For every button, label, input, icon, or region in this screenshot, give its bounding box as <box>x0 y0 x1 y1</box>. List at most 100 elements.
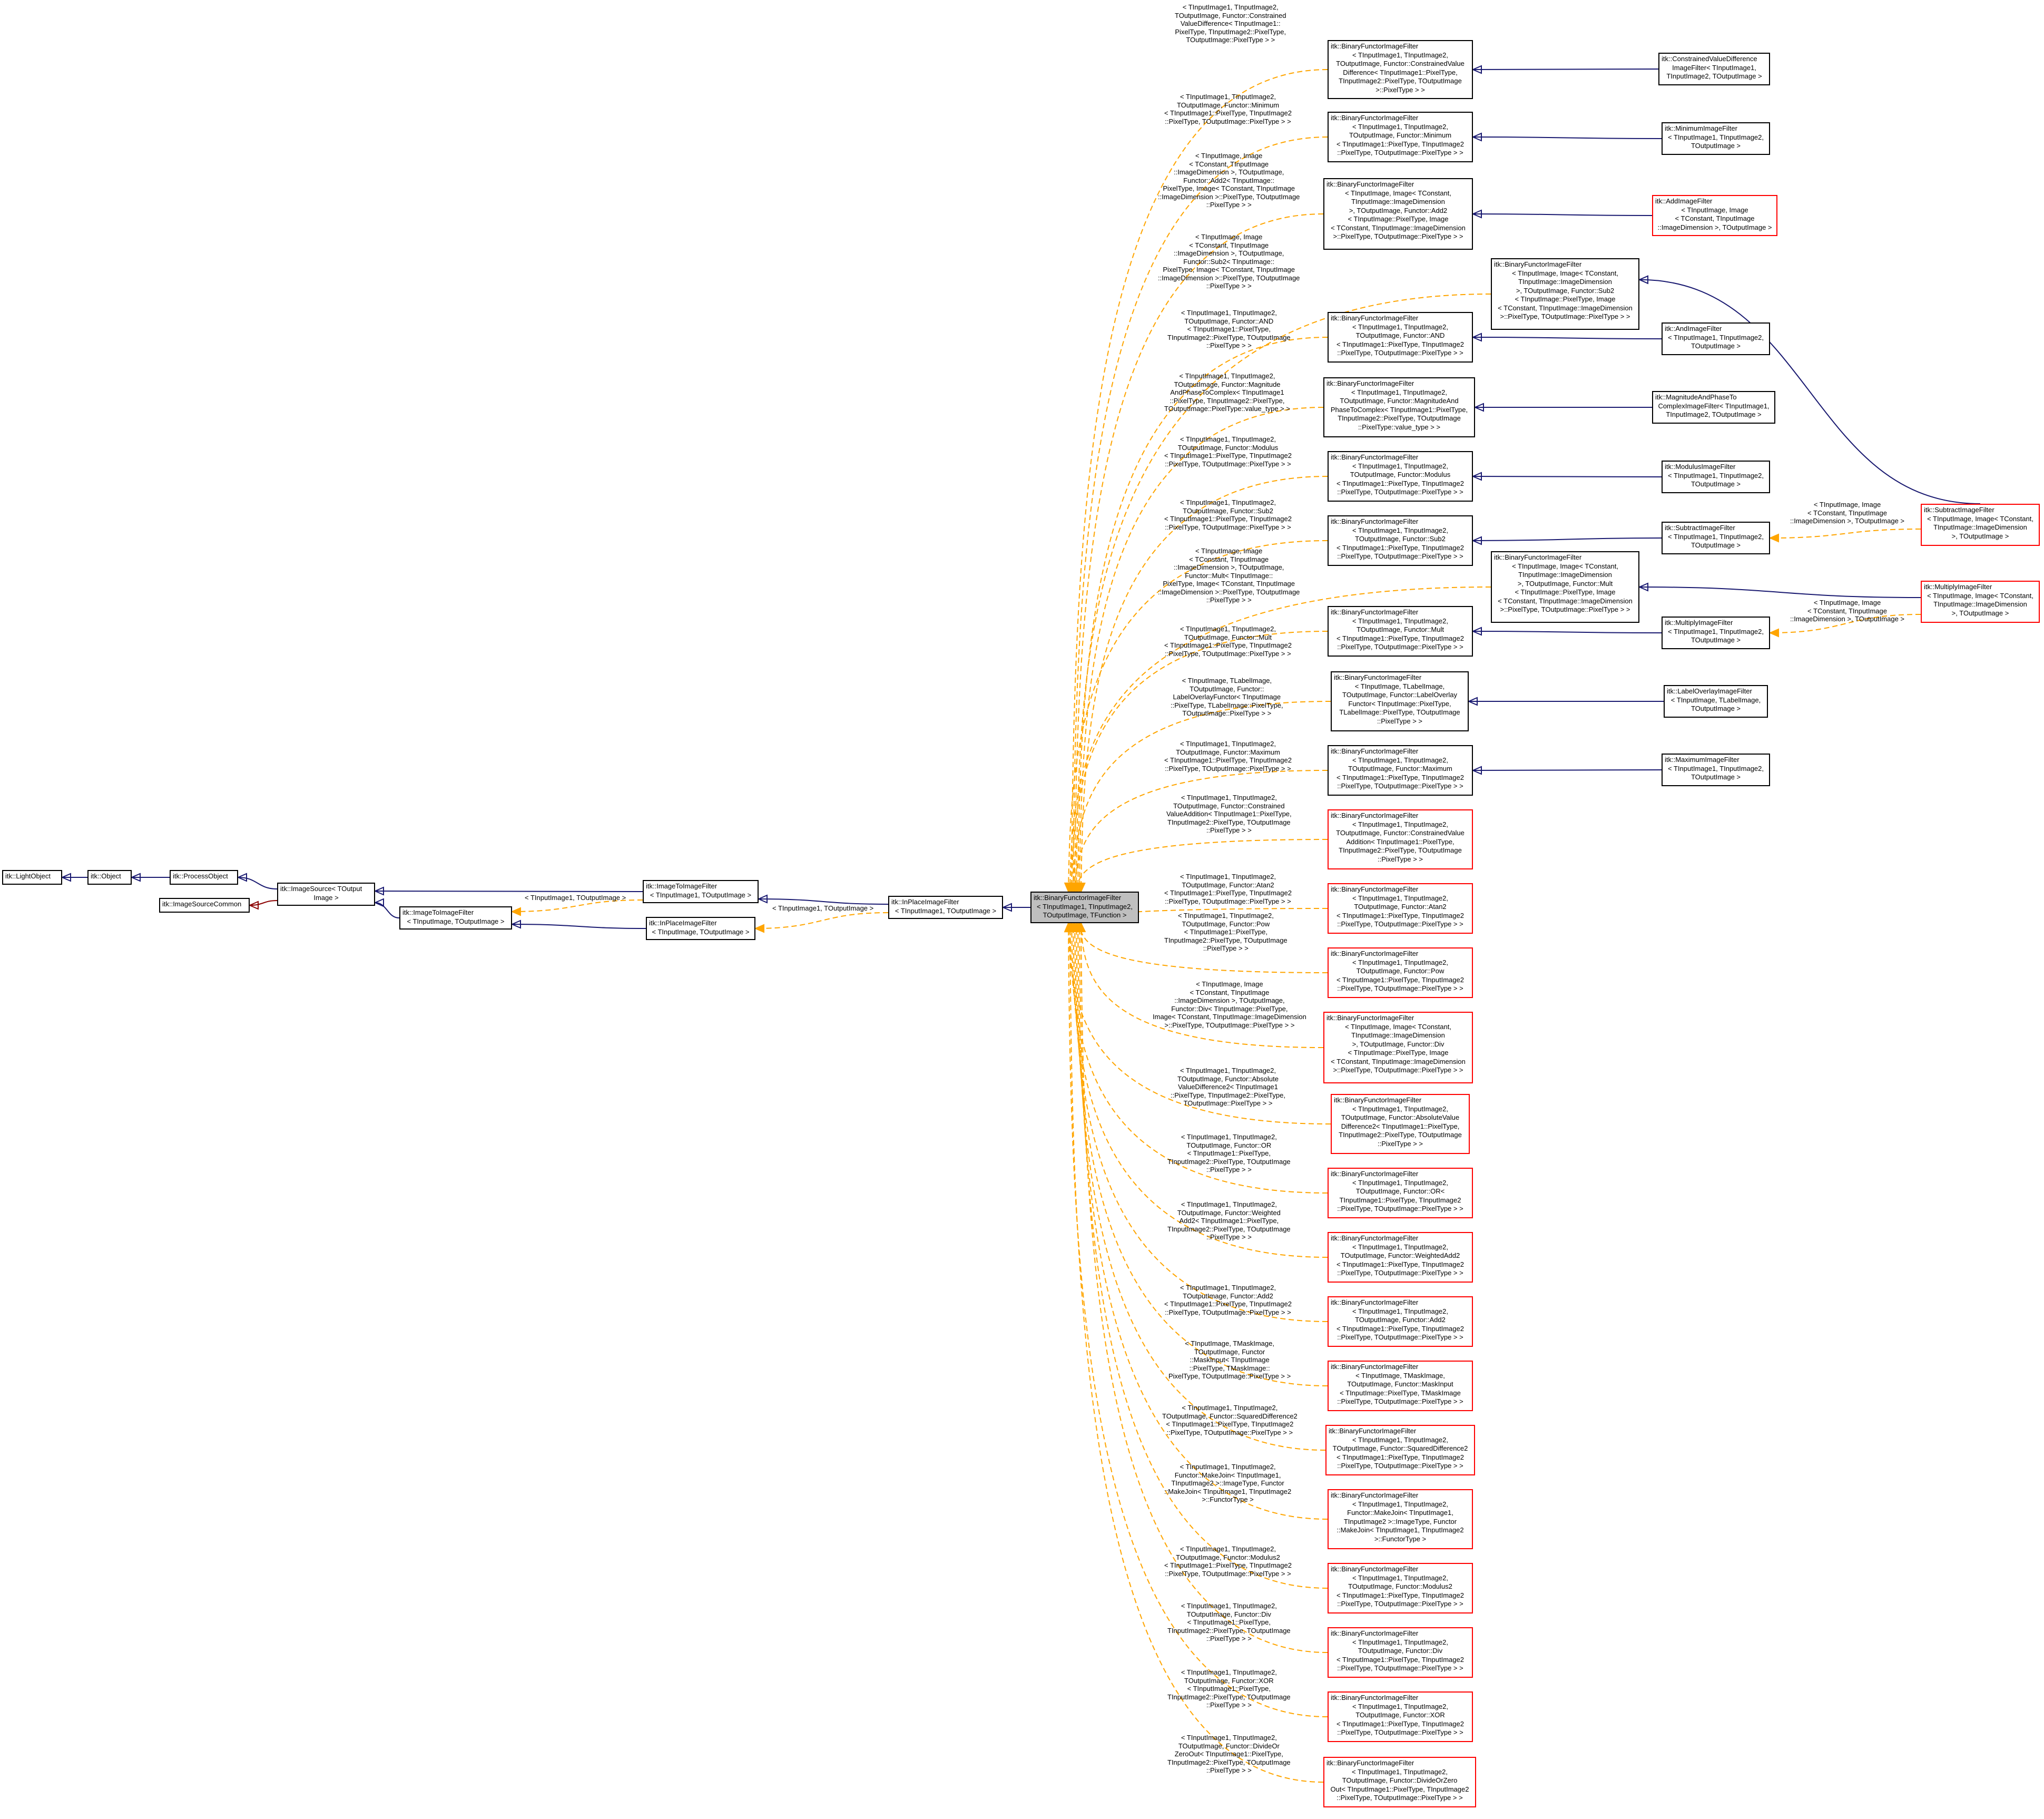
node-object[interactable]: itk::Object <box>87 870 132 885</box>
node-bfif-xor[interactable]: itk::BinaryFunctorImageFilter< TInputIma… <box>1328 1691 1473 1742</box>
edge-t9 <box>1069 586 1491 892</box>
node-subtract-image-filter-constant[interactable]: itk::SubtractImageFilter< TInputImage, I… <box>1921 504 2040 546</box>
node-add-image-filter[interactable]: itk::AddImageFilter< TInputImage, Image<… <box>1652 195 1777 236</box>
node-light-object[interactable]: itk::LightObject <box>2 870 62 885</box>
edge-e-ipif1-itif1 <box>758 898 889 905</box>
edge-label-t3: < TInputImage, Image< TConstant, TInputI… <box>1158 152 1300 209</box>
edge-label-t4: < TInputImage, Image< TConstant, TInputI… <box>1158 233 1300 290</box>
edge-i10 <box>1472 631 1662 633</box>
arrowhead-e-ipif1-itif1 <box>757 894 768 904</box>
node-bfif-sub2-constant[interactable]: itk::BinaryFunctorImageFilter< TInputIma… <box>1491 258 1639 330</box>
node-bfif-modulus2[interactable]: itk::BinaryFunctorImageFilter< TInputIma… <box>1328 1563 1473 1613</box>
edge-label-t2: < TInputImage1, TInputImage2,TOutputImag… <box>1164 93 1292 125</box>
edge-label-t15: < TInputImage1, TInputImage2,TOutputImag… <box>1164 912 1288 952</box>
node-bfif-magnitude-and-phase[interactable]: itk::BinaryFunctorImageFilter< TInputIma… <box>1323 377 1475 437</box>
arrowhead-i6 <box>1473 403 1484 412</box>
node-bfif-mask-input[interactable]: itk::BinaryFunctorImageFilter< TInputIma… <box>1328 1361 1473 1411</box>
node-bfif-div-constant[interactable]: itk::BinaryFunctorImageFilter< TInputIma… <box>1323 1012 1473 1083</box>
edge-e-ipift-itift <box>512 924 646 929</box>
node-bfif-atan2[interactable]: itk::BinaryFunctorImageFilter< TInputIma… <box>1328 883 1473 934</box>
edge-label-t6: < TInputImage1, TInputImage2,TOutputImag… <box>1164 372 1290 413</box>
edge-t20 <box>1073 923 1328 1322</box>
node-binary-functor-image-filter[interactable]: itk::BinaryFunctorImageFilter< TInputIma… <box>1030 892 1139 923</box>
edge-label-t18: < TInputImage1, TInputImage2,TOutputImag… <box>1167 1133 1291 1173</box>
node-in-place-image-filter-t[interactable]: itk::InPlaceImageFilter< TInputImage, TO… <box>646 917 755 940</box>
edge-label-t8: < TInputImage1, TInputImage2,TOutputImag… <box>1164 498 1292 531</box>
node-bfif-constrained-value-addition[interactable]: itk::BinaryFunctorImageFilter< TInputIma… <box>1328 809 1473 869</box>
node-bfif-make-join[interactable]: itk::BinaryFunctorImageFilter< TInputIma… <box>1328 1489 1473 1549</box>
edge-label-t21: < TInputImage, TMaskImage,TOutputImage, … <box>1168 1339 1291 1380</box>
edge-label-t27: < TInputImage1, TInputImage2,TOutputImag… <box>1167 1734 1291 1774</box>
node-modulus-image-filter[interactable]: itk::ModulusImageFilter< TInputImage1, T… <box>1662 461 1770 493</box>
node-bfif-sub2[interactable]: itk::BinaryFunctorImageFilter< TInputIma… <box>1328 515 1473 566</box>
node-image-to-image-filter-1[interactable]: itk::ImageToImageFilter< TInputImage1, T… <box>643 880 759 903</box>
arrowhead-t25 <box>1076 922 1086 933</box>
arrowhead-e-ipif1-ipift <box>754 924 764 933</box>
edge-t8 <box>1068 540 1328 892</box>
node-bfif-modulus[interactable]: itk::BinaryFunctorImageFilter< TInputIma… <box>1328 451 1473 502</box>
node-bfif-weighted-add2[interactable]: itk::BinaryFunctorImageFilter< TInputIma… <box>1328 1232 1473 1283</box>
node-bfif-or[interactable]: itk::BinaryFunctorImageFilter< TInputIma… <box>1328 1168 1473 1218</box>
node-bfif-maximum[interactable]: itk::BinaryFunctorImageFilter< TInputIma… <box>1328 745 1473 796</box>
node-bfif-div[interactable]: itk::BinaryFunctorImageFilter< TInputIma… <box>1328 1627 1473 1678</box>
node-minimum-image-filter[interactable]: itk::MinimumImageFilter< TInputImage1, T… <box>1662 122 1770 155</box>
node-bfif-and[interactable]: itk::BinaryFunctorImageFilter< TInputIma… <box>1328 312 1473 363</box>
arrowhead-i2 <box>1471 132 1482 142</box>
edge-t7 <box>1080 476 1328 892</box>
edge-label-t1: < TInputImage1, TInputImage2,TOutputImag… <box>1175 3 1286 44</box>
edge-t19 <box>1071 923 1328 1258</box>
node-image-source-common[interactable]: itk::ImageSourceCommon <box>159 898 250 913</box>
arrowhead-i-st-b4 <box>1638 275 1648 285</box>
arrowhead-t-mt-mul <box>1768 628 1779 638</box>
node-bfif-absolute-value-difference2[interactable]: itk::BinaryFunctorImageFilter< TInputIma… <box>1331 1094 1470 1154</box>
node-image-to-image-filter-t[interactable]: itk::ImageToImageFilter< TInputImage, TO… <box>399 906 512 930</box>
node-bfif-minimum[interactable]: itk::BinaryFunctorImageFilter< TInputIma… <box>1328 112 1473 162</box>
edge-label-t16: < TInputImage, Image< TConstant, TInputI… <box>1153 980 1306 1029</box>
edge-t3 <box>1074 213 1324 892</box>
edge-t12 <box>1074 770 1328 892</box>
edge-label-t20: < TInputImage1, TInputImage2,TOutputImag… <box>1164 1284 1292 1316</box>
arrowhead-i8 <box>1471 536 1482 545</box>
node-bfif-squared-difference2[interactable]: itk::BinaryFunctorImageFilter< TInputIma… <box>1325 1425 1475 1475</box>
node-bfif-add2-constant[interactable]: itk::BinaryFunctorImageFilter< TInputIma… <box>1323 178 1473 250</box>
node-multiply-image-filter-constant[interactable]: itk::MultiplyImageFilter< TInputImage, I… <box>1921 581 2040 623</box>
arrowhead-e-is-isc <box>248 901 259 910</box>
arrowhead-i10 <box>1471 627 1482 636</box>
node-multiply-image-filter[interactable]: itk::MultiplyImageFilter< TInputImage1, … <box>1662 617 1770 649</box>
arrowhead-e-itift-is <box>374 898 384 907</box>
edge-t-mt-mul <box>1770 614 1921 633</box>
edge-label-t26: < TInputImage1, TInputImage2,TOutputImag… <box>1167 1668 1291 1709</box>
node-bfif-label-overlay[interactable]: itk::BinaryFunctorImageFilter< TInputIma… <box>1331 671 1469 731</box>
edge-e-itif1-itift <box>512 899 643 912</box>
arrowhead-e-itif1-itift <box>510 907 521 916</box>
edge-i8 <box>1472 537 1662 541</box>
edge-t4 <box>1076 294 1491 892</box>
edge-t13 <box>1076 839 1328 892</box>
node-bfif-mult-constant[interactable]: itk::BinaryFunctorImageFilter< TInputIma… <box>1491 551 1639 623</box>
edge-e-itift-is <box>375 902 400 918</box>
edge-t6 <box>1079 407 1324 892</box>
node-process-object[interactable]: itk::ProcessObject <box>170 870 238 885</box>
edge-t23 <box>1077 923 1328 1520</box>
edge-t11 <box>1073 701 1331 892</box>
edge-t10 <box>1071 631 1328 892</box>
edge-t25 <box>1080 923 1328 1653</box>
node-bfif-constrained-value-difference[interactable]: itk::BinaryFunctorImageFilter< TInputIma… <box>1328 40 1473 99</box>
node-bfif-divide-or-zero-out[interactable]: itk::BinaryFunctorImageFilter< TInputIma… <box>1323 1757 1476 1807</box>
node-bfif-mult[interactable]: itk::BinaryFunctorImageFilter< TInputIma… <box>1328 606 1473 657</box>
node-in-place-image-filter-1[interactable]: itk::InPlaceImageFilter< TInputImage1, T… <box>888 896 1003 919</box>
node-and-image-filter[interactable]: itk::AndImageFilter< TInputImage1, TInpu… <box>1662 322 1770 355</box>
node-subtract-image-filter[interactable]: itk::SubtractImageFilter< TInputImage1, … <box>1662 522 1770 554</box>
node-maximum-image-filter[interactable]: itk::MaximumImageFilter< TInputImage1, T… <box>1662 754 1770 786</box>
edge-e-is-isc <box>249 900 278 906</box>
node-label-overlay-image-filter[interactable]: itk::LabelOverlayImageFilter< TInputImag… <box>1664 685 1768 718</box>
arrowhead-e-itif1-is <box>374 886 384 896</box>
arrowhead-i3 <box>1471 209 1482 219</box>
edge-i7 <box>1472 476 1662 477</box>
node-bfif-pow[interactable]: itk::BinaryFunctorImageFilter< TInputIma… <box>1328 947 1473 998</box>
node-bfif-add2[interactable]: itk::BinaryFunctorImageFilter< TInputIma… <box>1328 1296 1473 1347</box>
